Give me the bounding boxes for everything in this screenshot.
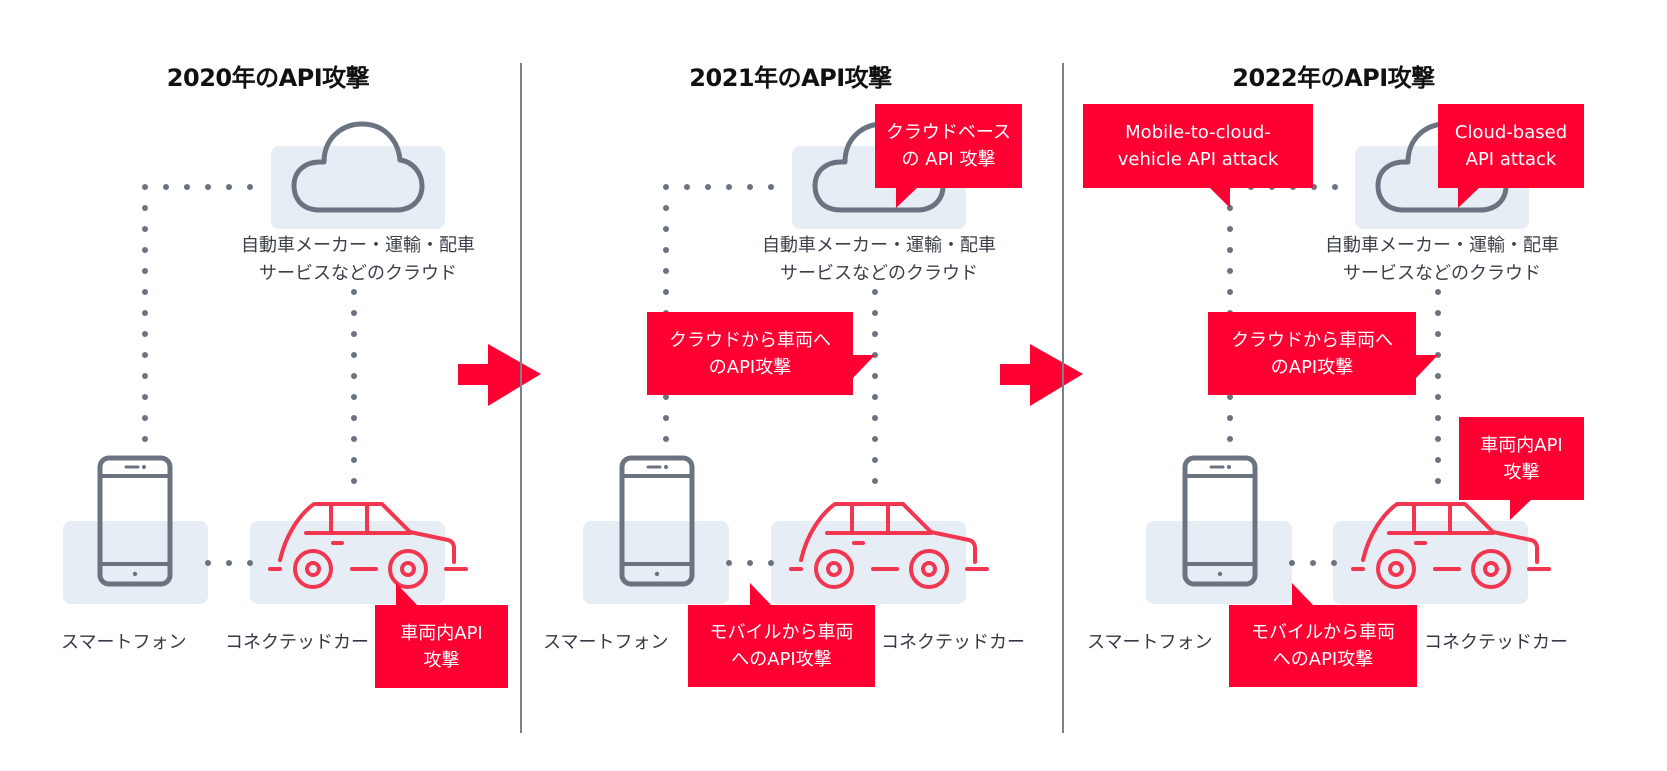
connection-dots [663,184,878,566]
cloud-node-bg [271,146,445,229]
callout-tail [1209,187,1230,208]
callout-tail [1292,583,1314,606]
callout-tail [1416,355,1438,378]
callout-mobile-to-vehicle-api-attack: モバイルから車両 へのAPI攻撃 [688,605,875,687]
arrow-right-icon [458,344,541,406]
car-label: コネクテッドカー [1424,632,1568,653]
callout-tail [750,583,772,606]
cloud-label-line2: サービスなどのクラウド [1343,263,1541,284]
callout-tail [396,583,418,606]
car-label: コネクテッドカー [225,632,369,653]
panel-title-2021: 2021年のAPI攻撃 [689,64,892,92]
callout-tail [1458,187,1480,208]
cloud-label-line2: サービスなどのクラウド [259,263,457,284]
cloud-label-line1: 自動車メーカー・運輸・配車 [1325,235,1559,256]
callout-tail [1510,499,1532,520]
callout-in-vehicle-api-attack: 車両内API 攻撃 [1459,417,1584,500]
cloud-label: 自動車メーカー・運輸・配車 サービスなどのクラウド [749,232,1009,288]
callout-cloud-to-vehicle-api-attack: クラウドから車両へ のAPI攻撃 [647,312,853,395]
cloud-label-line1: 自動車メーカー・運輸・配車 [241,235,475,256]
connection-dots [142,184,357,566]
phone-label: スマートフォン [543,632,669,653]
arrow-right-icon [1000,344,1083,406]
callout-cloud-to-vehicle-api-attack: クラウドから車両へ のAPI攻撃 [1208,312,1416,395]
cloud-label-line2: サービスなどのクラウド [780,263,978,284]
callout-tail [853,355,875,378]
panel-title-2022: 2022年のAPI攻撃 [1232,64,1435,92]
panel-title-2020: 2020年のAPI攻撃 [166,64,370,92]
callout-cloud-based-api-attack: クラウドベース の API 攻撃 [875,104,1022,188]
car-label: コネクテッドカー [881,632,1025,653]
cloud-label: 自動車メーカー・運輸・配車 サービスなどのクラウド [228,232,488,288]
callout-mobile-to-vehicle-api-attack: モバイルから車両 へのAPI攻撃 [1229,605,1417,687]
cloud-label-line1: 自動車メーカー・運輸・配車 [762,235,996,256]
callout-mobile-to-cloud-vehicle-api-attack: Mobile-to-cloud- vehicle API attack [1083,104,1313,188]
panel-divider [1062,63,1064,733]
phone-label: スマートフォン [61,632,187,653]
callout-in-vehicle-api-attack: 車両内API 攻撃 [375,605,508,688]
phone-label: スマートフォン [1087,632,1213,653]
cloud-label: 自動車メーカー・運輸・配車 サービスなどのクラウド [1312,232,1572,288]
panel-2020-shapes [63,124,541,606]
callout-cloud-based-api-attack: Cloud-based API attack [1438,104,1584,188]
panel-divider [520,63,522,733]
callout-tail [896,187,918,208]
